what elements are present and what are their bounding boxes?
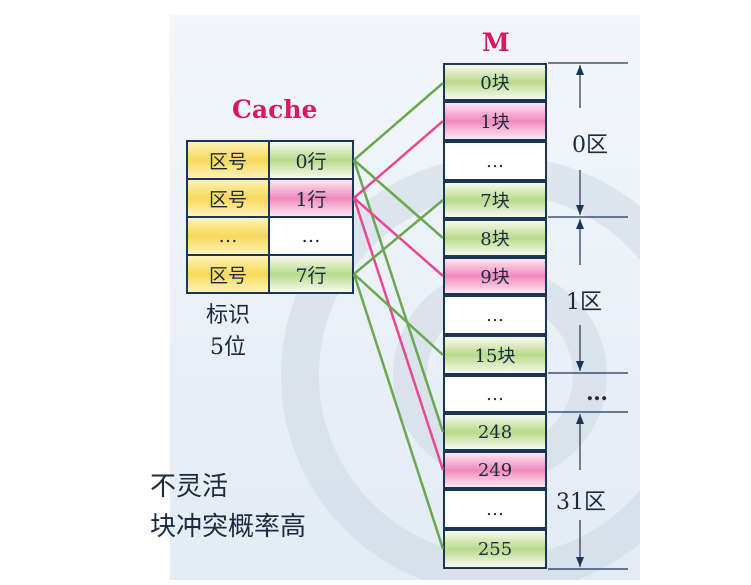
cache-line-cell: 7行 bbox=[268, 254, 354, 294]
region-0-arrowhead-down bbox=[576, 205, 584, 215]
memory-block: … bbox=[443, 141, 547, 181]
line-1-to-block-249 bbox=[352, 197, 445, 471]
region-31-arrowhead-down bbox=[576, 557, 584, 567]
tag-label-line1: 标识 bbox=[206, 303, 251, 328]
line-1-to-block-1 bbox=[353, 120, 444, 199]
region-1-arrowhead-down bbox=[576, 361, 584, 371]
line-7-to-block-255 bbox=[352, 273, 445, 550]
memory-block: 255 bbox=[443, 529, 547, 569]
line-0-to-block-248 bbox=[352, 159, 445, 433]
memory-block: 1块 bbox=[443, 101, 547, 141]
region-label: 31区 bbox=[556, 490, 606, 515]
cache-tag-cell: 区号 bbox=[186, 254, 270, 294]
region-1-arrowhead-up bbox=[576, 219, 584, 229]
memory-block: 9块 bbox=[443, 257, 547, 295]
memory-block: 248 bbox=[443, 413, 547, 451]
line-0-to-block-0 bbox=[353, 82, 444, 161]
region-0-arrowhead-up bbox=[576, 65, 584, 75]
memory-block: … bbox=[443, 489, 547, 529]
memory-title: M bbox=[482, 28, 510, 57]
line-7-to-block-15 bbox=[353, 273, 444, 356]
memory-block: 15块 bbox=[443, 335, 547, 375]
memory-block: 7块 bbox=[443, 181, 547, 219]
tag-label-line2: 5位 bbox=[210, 335, 246, 360]
cache-tag-cell: 区号 bbox=[186, 178, 270, 218]
line-0-to-block-8 bbox=[353, 159, 444, 239]
memory-block: … bbox=[443, 295, 547, 335]
region-31-arrowhead-up bbox=[576, 414, 584, 424]
region-label: … bbox=[586, 380, 608, 406]
memory-block: 249 bbox=[443, 451, 547, 489]
region-label: 1区 bbox=[566, 290, 602, 315]
cache-line-cell: 1行 bbox=[268, 178, 354, 218]
cache-title: Cache bbox=[232, 95, 318, 124]
line-7-to-block-7 bbox=[353, 199, 444, 275]
memory-block: 8块 bbox=[443, 219, 547, 257]
bottom-text-line1: 不灵活 bbox=[150, 472, 229, 502]
bottom-text-line2: 块冲突概率高 bbox=[150, 512, 307, 542]
memory-block: 0块 bbox=[443, 63, 547, 101]
region-label: 0区 bbox=[572, 133, 608, 158]
memory-block: … bbox=[443, 375, 547, 413]
cache-tag-cell: 区号 bbox=[186, 140, 270, 180]
